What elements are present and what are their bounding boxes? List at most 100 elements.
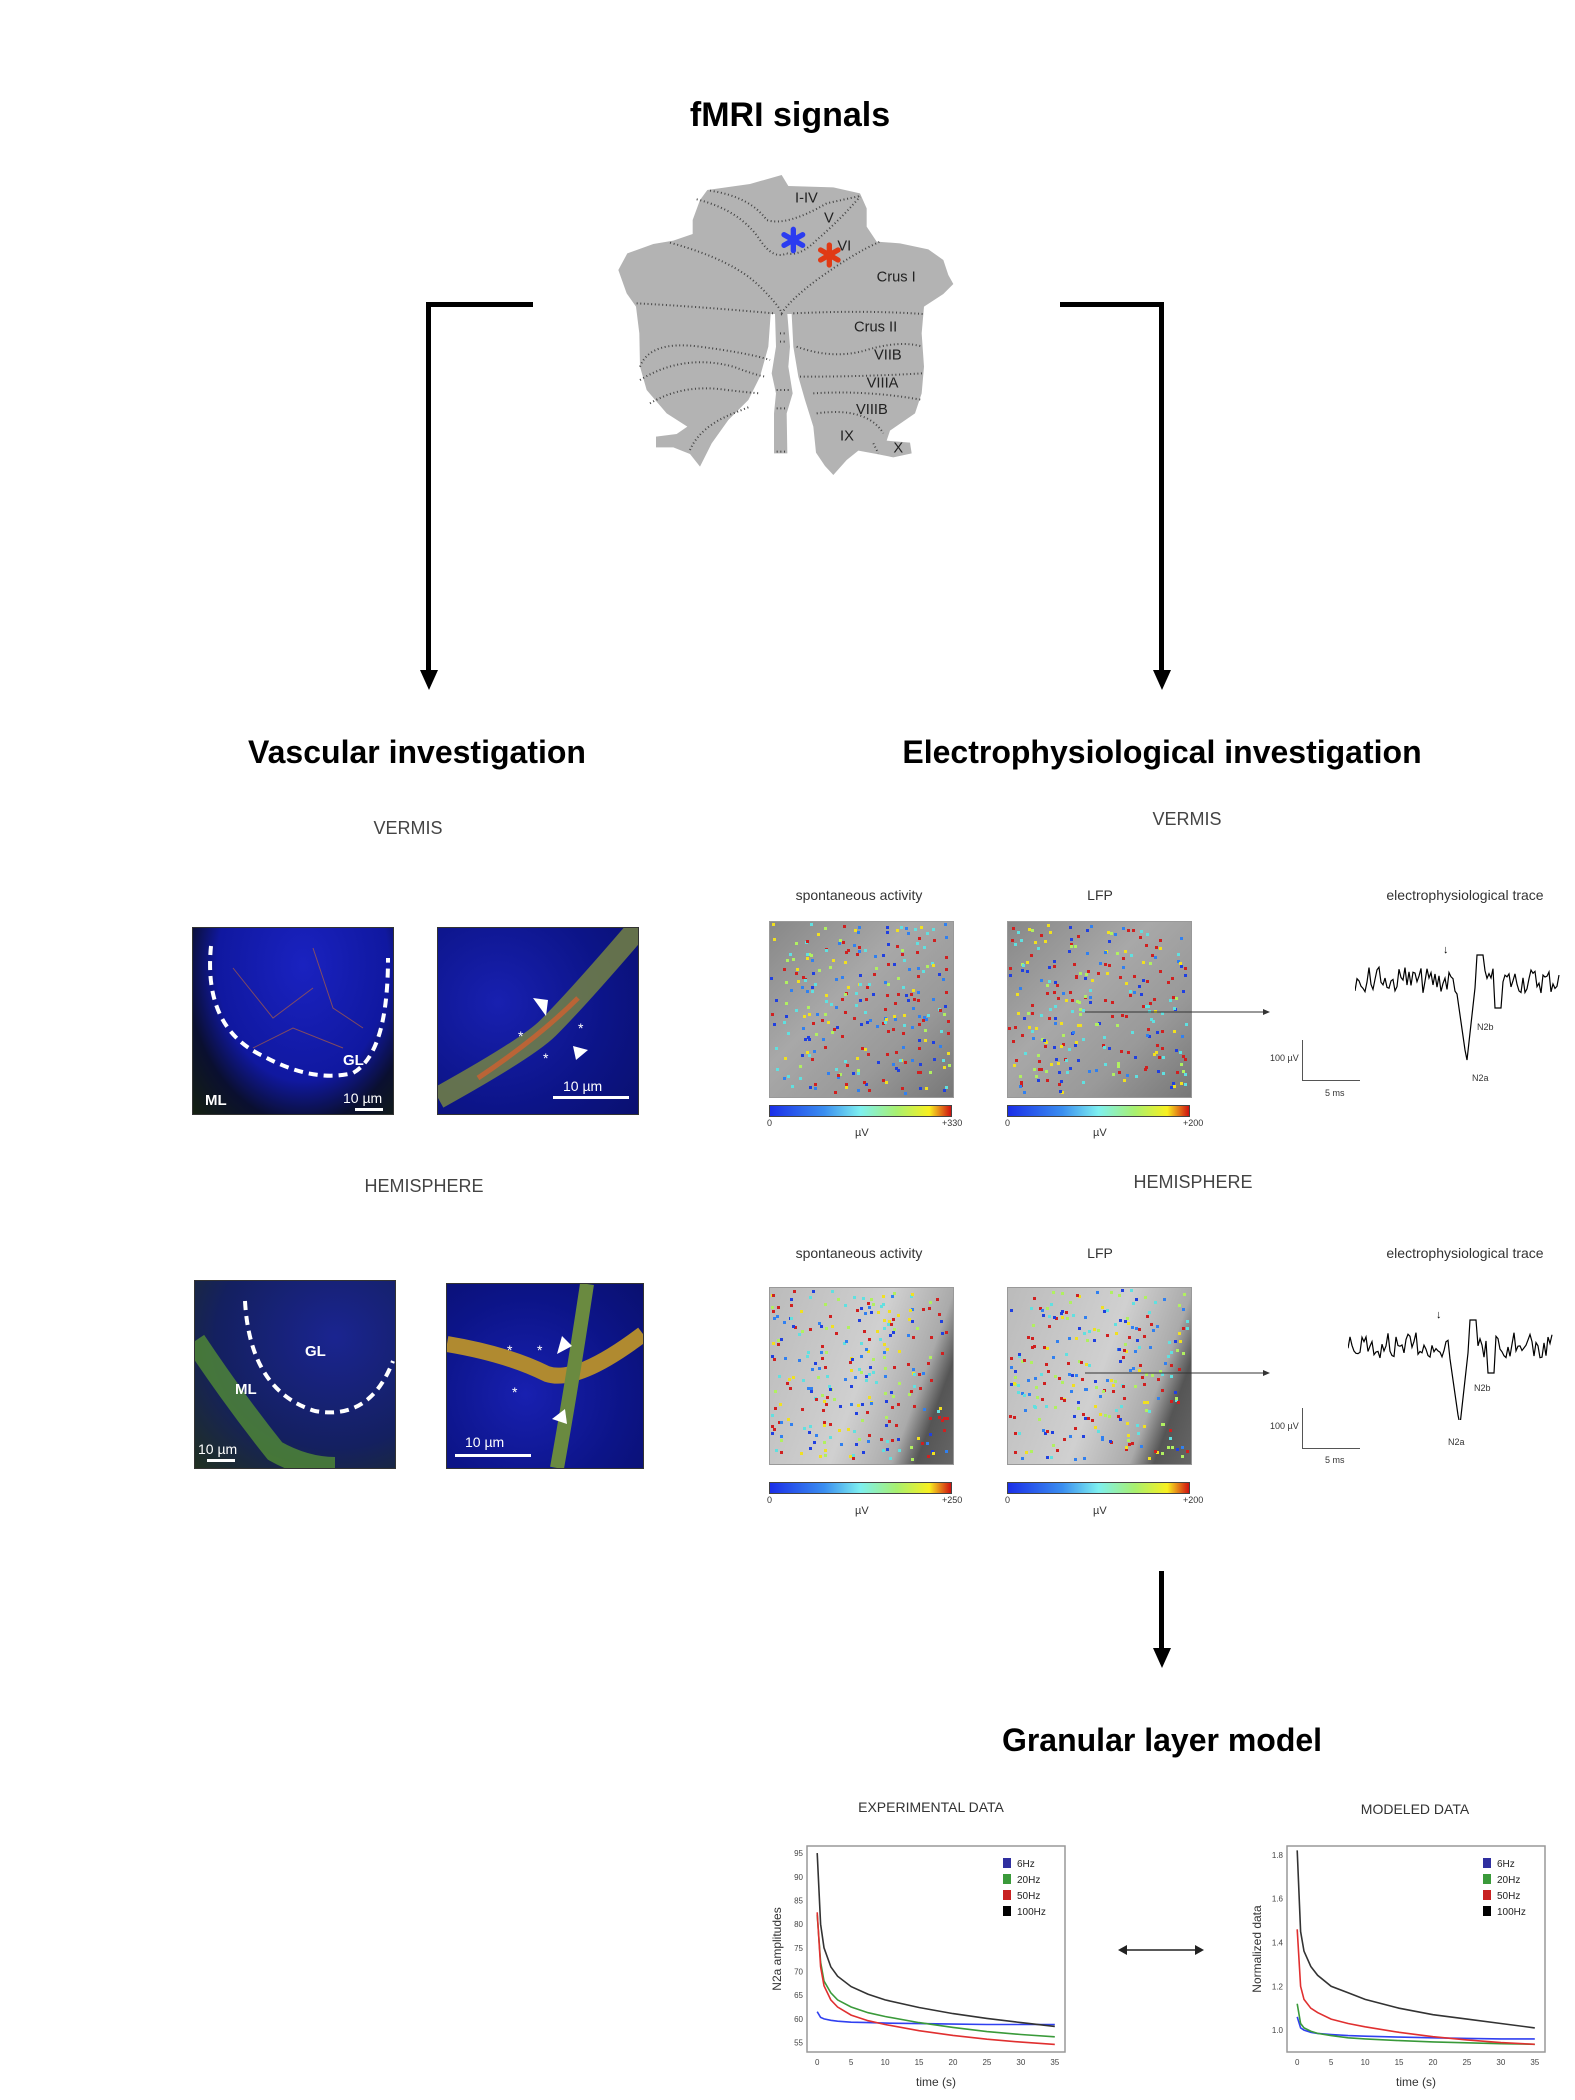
asterisk: * bbox=[512, 1384, 518, 1400]
spont-label: spontaneous activity bbox=[795, 1245, 923, 1261]
scale-bar bbox=[355, 1108, 383, 1111]
arrowhead-down-icon bbox=[420, 670, 438, 690]
x-axis-label: time (s) bbox=[1396, 2075, 1436, 2089]
hemisphere-spont-heatmap bbox=[769, 1287, 954, 1465]
x-tick-label: 10 bbox=[881, 2058, 890, 2067]
model-title: Granular layer model bbox=[1001, 1722, 1323, 1758]
vermis-overview-micrograph: GL ML 10 µm bbox=[192, 927, 394, 1115]
plot-frame bbox=[806, 1845, 1066, 2053]
scale-label: 10 µm bbox=[563, 1078, 603, 1094]
trace-label: electrophysiological trace bbox=[1386, 887, 1544, 903]
red-asterisk-icon bbox=[818, 242, 841, 268]
ml-label: ML bbox=[205, 1092, 227, 1109]
scale-time: 5 ms bbox=[1325, 1455, 1345, 1465]
scale-bar-vertical bbox=[1302, 1408, 1303, 1448]
colorbar-min: 0 bbox=[1005, 1495, 1011, 1505]
colorbar-unit: µV bbox=[1093, 1127, 1107, 1139]
blue-asterisk-icon bbox=[781, 226, 806, 254]
vascular-title: Vascular investigation bbox=[248, 734, 586, 770]
x-tick-label: 5 bbox=[849, 2058, 854, 2067]
n2b-label: N2b bbox=[1477, 1022, 1494, 1032]
region-label: X bbox=[893, 441, 903, 457]
y-tick-label: 80 bbox=[794, 1920, 803, 1929]
y-tick-label: 70 bbox=[794, 1967, 803, 1976]
y-axis-label: Normalized data bbox=[1250, 1905, 1264, 1993]
x-tick-label: 30 bbox=[1016, 2058, 1025, 2067]
asterisk: * bbox=[578, 1020, 584, 1036]
spont-label: spontaneous activity bbox=[795, 887, 923, 903]
fmri-title: fMRI signals bbox=[689, 96, 891, 134]
series-line-6Hz bbox=[1296, 2016, 1535, 2040]
bracket-right-horizontal bbox=[1060, 302, 1164, 307]
arrowhead-down-icon bbox=[1153, 670, 1171, 690]
trace-label: electrophysiological trace bbox=[1386, 1245, 1544, 1261]
x-tick-label: 0 bbox=[1295, 2058, 1300, 2067]
legend-swatch bbox=[1003, 1874, 1011, 1884]
hemisphere-overview-micrograph: GL ML 10 µm bbox=[194, 1280, 396, 1469]
colorbar bbox=[1007, 1482, 1190, 1494]
legend-swatch bbox=[1483, 1858, 1491, 1868]
legend-label: 20Hz bbox=[1017, 1875, 1040, 1886]
series-line-100Hz bbox=[816, 1853, 1055, 2028]
x-tick-label: 5 bbox=[1329, 2058, 1334, 2067]
arrow-shaft bbox=[1159, 1571, 1164, 1651]
y-tick-label: 1.8 bbox=[1272, 1851, 1284, 1860]
vermis-lfp-heatmap bbox=[1007, 921, 1192, 1098]
series-line-20Hz bbox=[1296, 2003, 1535, 2046]
x-tick-label: 20 bbox=[1429, 2058, 1438, 2067]
x-tick-label: 20 bbox=[949, 2058, 958, 2067]
legend-swatch bbox=[1003, 1858, 1011, 1868]
cerebellum-flatmap: I-IV V VI Crus I Crus II VIIB VIIIA VIII… bbox=[618, 175, 954, 475]
legend-label: 100Hz bbox=[1017, 1907, 1046, 1918]
colorbar-max: +200 bbox=[1183, 1495, 1204, 1505]
x-tick-label: 0 bbox=[815, 2058, 820, 2067]
vermis-spont-heatmap bbox=[769, 921, 954, 1098]
chart-title: EXPERIMENTAL DATA bbox=[858, 1799, 1004, 1815]
gl-label: GL bbox=[305, 1343, 326, 1360]
colorbar-max: +200 bbox=[1183, 1118, 1204, 1128]
chart-title: MODELED DATA bbox=[1360, 1801, 1470, 1817]
x-tick-label: 15 bbox=[915, 2058, 924, 2067]
legend-label: 6Hz bbox=[1497, 1859, 1515, 1870]
scale-time: 5 ms bbox=[1325, 1088, 1345, 1098]
legend-label: 100Hz bbox=[1497, 1907, 1526, 1918]
series-line-20Hz bbox=[816, 1914, 1055, 2038]
asterisk: * bbox=[518, 1028, 524, 1044]
legend-label: 50Hz bbox=[1497, 1891, 1520, 1902]
trace-line bbox=[1348, 1319, 1553, 1420]
scale-voltage: 100 µV bbox=[1270, 1053, 1299, 1063]
vermis-trace: ↓ bbox=[1355, 944, 1560, 1061]
x-tick-label: 30 bbox=[1496, 2058, 1505, 2067]
hemisphere-trace: ↓ bbox=[1348, 1309, 1553, 1420]
colorbar-max: +250 bbox=[942, 1495, 963, 1505]
legend-swatch bbox=[1483, 1906, 1491, 1916]
colorbar bbox=[769, 1482, 952, 1494]
legend-label: 50Hz bbox=[1017, 1891, 1040, 1902]
x-tick-label: 15 bbox=[1395, 2058, 1404, 2067]
stimulus-arrow-icon: ↓ bbox=[1443, 944, 1449, 956]
colorbar-max: +330 bbox=[942, 1118, 963, 1128]
colorbar bbox=[769, 1105, 952, 1117]
region-label: VIIB bbox=[874, 347, 902, 363]
y-tick-label: 85 bbox=[794, 1896, 803, 1905]
vessel bbox=[438, 928, 638, 1108]
asterisk: * bbox=[507, 1342, 513, 1358]
plot-frame bbox=[1286, 1845, 1546, 2053]
colorbar-min: 0 bbox=[767, 1118, 773, 1128]
asterisk: * bbox=[537, 1342, 543, 1358]
region-label: VI bbox=[837, 239, 851, 255]
region-label: VIIIB bbox=[856, 402, 888, 418]
y-tick-label: 1.6 bbox=[1272, 1895, 1284, 1904]
legend-swatch bbox=[1003, 1890, 1011, 1900]
n2b-label: N2b bbox=[1474, 1383, 1491, 1393]
x-tick-label: 25 bbox=[982, 2058, 991, 2067]
x-tick-label: 25 bbox=[1462, 2058, 1471, 2067]
vermis-vessel-micrograph: * * * 10 µm bbox=[437, 927, 639, 1115]
hemisphere-lfp-heatmap bbox=[1007, 1287, 1192, 1465]
n2a-label: N2a bbox=[1472, 1073, 1489, 1083]
region-label: Crus I bbox=[877, 270, 916, 286]
colorbar-min: 0 bbox=[767, 1495, 773, 1505]
series-line-50Hz bbox=[1296, 1929, 1535, 2046]
